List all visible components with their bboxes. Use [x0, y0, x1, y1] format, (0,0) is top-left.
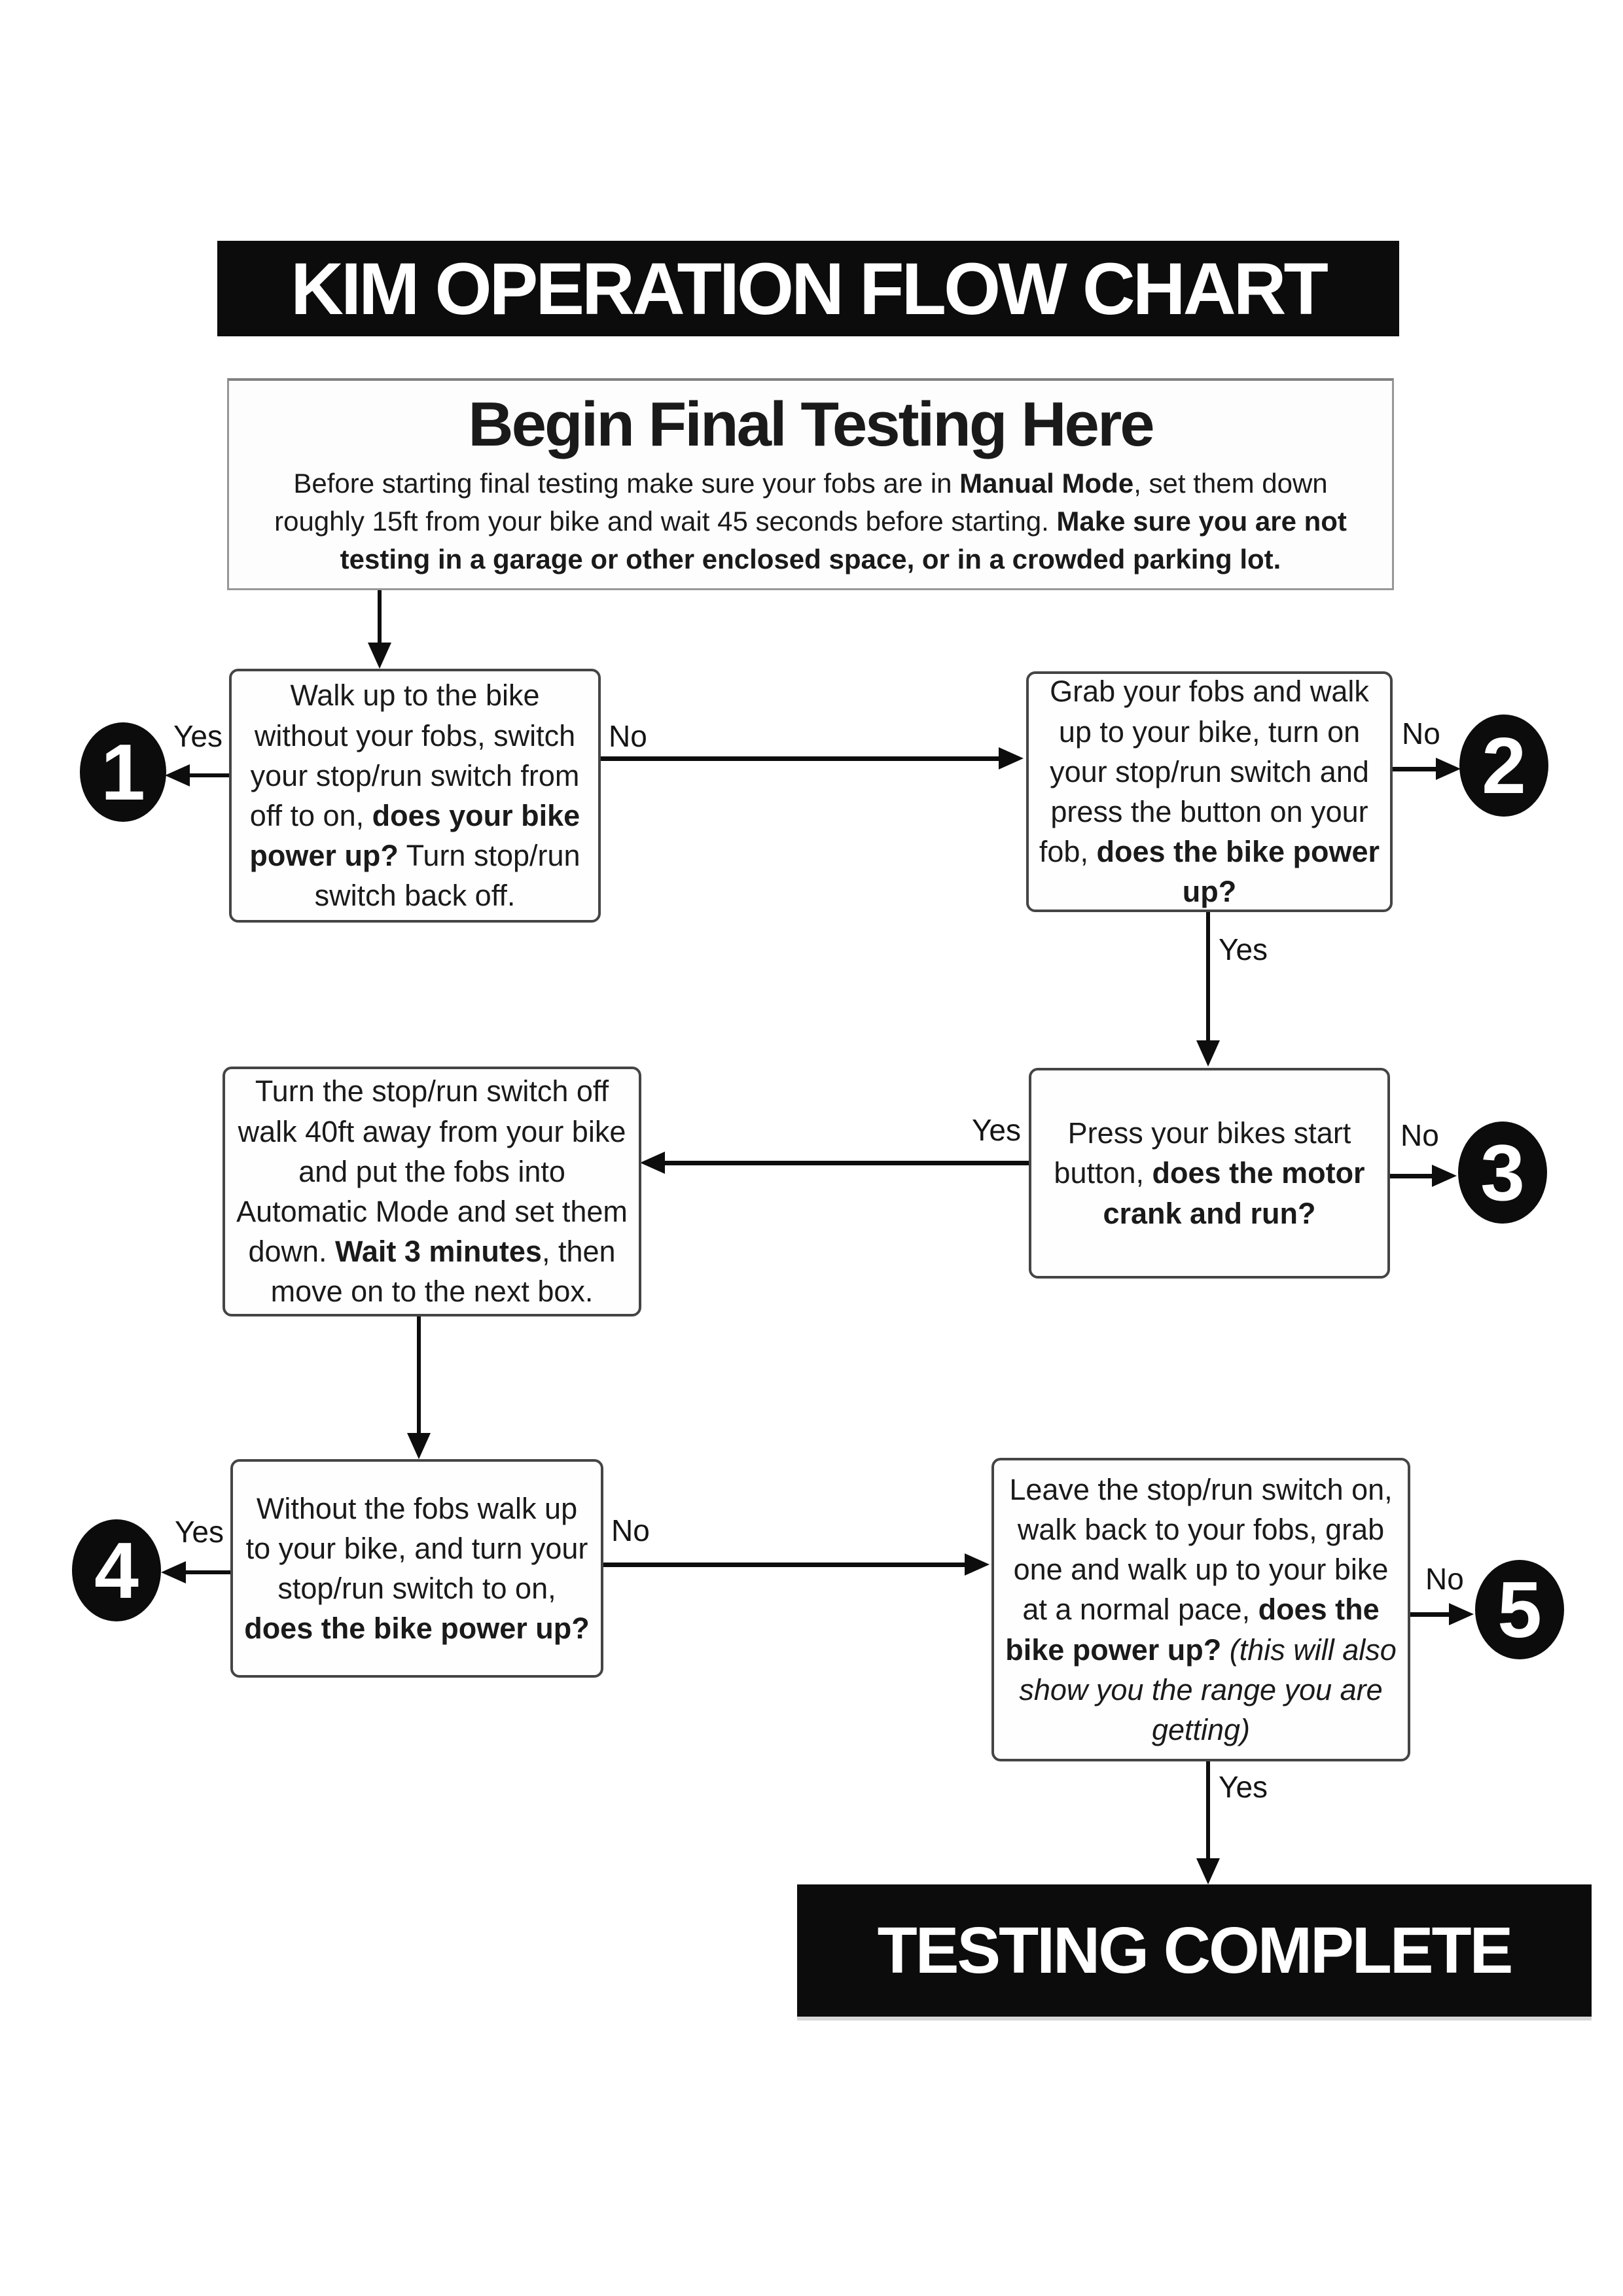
text-run: Press your bikes start button, — [1054, 1116, 1351, 1190]
start-body-text: , set them down roughly 15ft from your b… — [274, 467, 1328, 537]
text-run-italic: (this will also show you the range you a… — [1019, 1633, 1397, 1746]
box-walk-up-no-fobs: Walk up to the bike without your fobs, s… — [229, 669, 601, 923]
arrow-pressstart-to-turnoff-line — [664, 1161, 1029, 1165]
box-turn-switch-off-text: Turn the stop/run switch off walk 40ft a… — [234, 1071, 630, 1311]
text-run: Leave the stop/run switch on, walk back … — [1009, 1472, 1393, 1627]
start-body-bold: Manual Mode — [959, 467, 1134, 499]
arrow-walkup-to-grabfobs-head — [999, 747, 1024, 769]
arrow-pressstart-to-3-head — [1432, 1165, 1457, 1187]
label-leaveon-yes: Yes — [1219, 1770, 1268, 1804]
start-body-text: Before starting final testing make sure … — [293, 467, 960, 499]
text-run: Walk up to the bike without your fobs, s… — [249, 679, 580, 832]
label-leaveon-no: No — [1425, 1562, 1464, 1596]
label-pressstart-yes: Yes — [971, 1113, 1021, 1147]
start-box: Begin Final Testing Here Before starting… — [227, 378, 1394, 590]
arrow-pressstart-to-3-line — [1390, 1174, 1436, 1178]
label-grabfobs-yes: Yes — [1219, 932, 1268, 966]
endpoint-number-1: 1 — [101, 728, 145, 817]
text-run-bold: does the bike power up? — [244, 1612, 590, 1646]
box-turn-switch-off: Turn the stop/run switch off walk 40ft a… — [223, 1067, 641, 1316]
arrow-withoutfobs-to-leaveon-line — [603, 1563, 969, 1567]
start-body-bold: Make sure you are not testing in a garag… — [340, 505, 1347, 574]
box-press-start: Press your bikes start button, does the … — [1029, 1068, 1390, 1279]
text-run-bold: Wait 3 minutes — [335, 1235, 542, 1269]
page-title: KIM OPERATION FLOW CHART — [291, 247, 1329, 330]
text-run: Grab your fobs and walk up to your bike,… — [1039, 675, 1369, 869]
text-run-bold: does the bike power up? — [1005, 1593, 1380, 1667]
endpoint-circle-1: 1 — [80, 722, 166, 822]
arrow-turnoff-to-withoutfobs-head — [407, 1433, 431, 1459]
testing-complete-banner: TESTING COMPLETE — [797, 1884, 1592, 2017]
box-grab-fobs-text: Grab your fobs and walk up to your bike,… — [1038, 671, 1381, 911]
box-leave-switch-on: Leave the stop/run switch on, walk back … — [991, 1458, 1410, 1761]
testing-complete-text: TESTING COMPLETE — [877, 1913, 1514, 1987]
box-without-fobs-text: Without the fobs walk up to your bike, a… — [242, 1489, 592, 1649]
label-walkup-no: No — [609, 719, 647, 753]
box-without-fobs: Without the fobs walk up to your bike, a… — [230, 1459, 603, 1678]
label-walkup-yes: Yes — [173, 719, 223, 753]
text-run: Without the fobs walk up to your bike, a… — [245, 1491, 588, 1605]
endpoint-circle-4: 4 — [72, 1519, 161, 1621]
start-body: Before starting final testing make sure … — [264, 465, 1357, 578]
endpoint-circle-3: 3 — [1458, 1122, 1547, 1224]
arrow-withoutfobs-to-4-line — [183, 1570, 230, 1574]
text-run: , then move on to the next box. — [270, 1235, 616, 1309]
arrow-grabfobs-to-pressstart-line — [1206, 912, 1210, 1043]
arrow-walkup-to-1-line — [187, 773, 229, 777]
arrow-leaveon-to-5-line — [1410, 1612, 1452, 1617]
box-grab-fobs: Grab your fobs and walk up to your bike,… — [1026, 671, 1393, 912]
arrow-leaveon-to-5-head — [1449, 1603, 1474, 1625]
arrow-grabfobs-to-pressstart-head — [1196, 1040, 1220, 1067]
box-leave-switch-on-text: Leave the stop/run switch on, walk back … — [1003, 1470, 1399, 1750]
endpoint-circle-5: 5 — [1475, 1560, 1564, 1659]
box-walk-up-no-fobs-text: Walk up to the bike without your fobs, s… — [241, 675, 589, 915]
arrow-grabfobs-to-2-head — [1436, 758, 1461, 780]
arrow-walkup-to-1-head — [165, 764, 190, 786]
endpoint-number-3: 3 — [1480, 1128, 1525, 1217]
text-run-bold: does the motor crank and run? — [1103, 1156, 1365, 1230]
endpoint-number-5: 5 — [1497, 1565, 1542, 1654]
arrow-withoutfobs-to-4-head — [161, 1561, 186, 1583]
start-heading: Begin Final Testing Here — [468, 389, 1154, 460]
arrow-withoutfobs-to-leaveon-head — [965, 1553, 990, 1576]
text-run: Turn the stop/run switch off walk 40ft a… — [236, 1074, 628, 1269]
arrow-turnoff-to-withoutfobs-line — [417, 1316, 421, 1436]
arrow-start-to-walkup-line — [378, 590, 382, 645]
arrow-grabfobs-to-2-line — [1393, 767, 1441, 771]
arrow-walkup-to-grabfobs-line — [601, 756, 1001, 761]
title-banner: KIM OPERATION FLOW CHART — [217, 241, 1399, 336]
text-run-bold: does the bike power up? — [1096, 835, 1380, 909]
label-withoutfobs-no: No — [611, 1513, 650, 1547]
arrow-leaveon-to-complete-line — [1206, 1761, 1210, 1860]
endpoint-number-2: 2 — [1482, 721, 1526, 810]
label-grabfobs-no: No — [1402, 716, 1440, 751]
text-run: Turn stop/run switch back off. — [314, 839, 580, 913]
text-run-bold: does your bike power up? — [249, 799, 580, 873]
endpoint-circle-2: 2 — [1459, 715, 1548, 817]
arrow-leaveon-to-complete-head — [1196, 1858, 1220, 1884]
label-withoutfobs-yes: Yes — [174, 1515, 224, 1549]
arrow-pressstart-to-turnoff-head — [640, 1152, 665, 1174]
label-pressstart-no: No — [1400, 1118, 1439, 1152]
box-press-start-text: Press your bikes start button, does the … — [1041, 1113, 1378, 1233]
endpoint-number-4: 4 — [94, 1526, 139, 1615]
arrow-start-to-walkup-head — [368, 643, 391, 669]
